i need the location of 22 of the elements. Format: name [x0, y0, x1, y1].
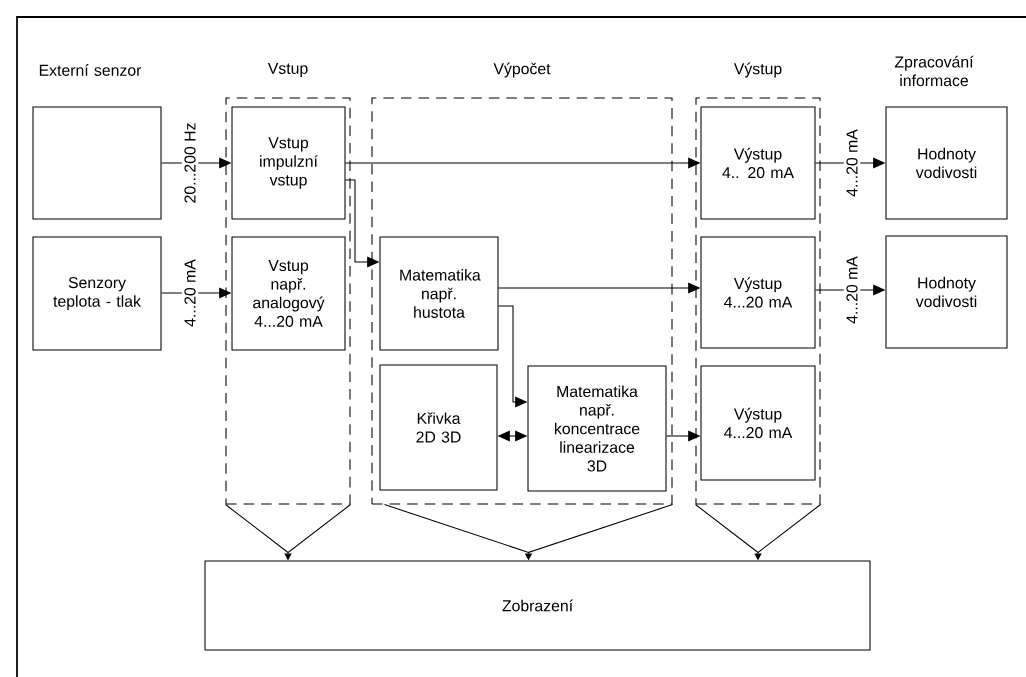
edge-label: 4...20 mA — [843, 126, 861, 200]
process-box: Matematika např. koncentrace linearizace 3D — [527, 365, 667, 492]
column-heading: Vstup — [267, 62, 308, 78]
process-box: Výstup 4...20 mA — [700, 365, 816, 481]
process-box: Vstup např. analogový 4...20 mA — [231, 236, 346, 351]
process-box: Zobrazení — [204, 560, 871, 651]
process-box: Výstup 4.. 20 mA — [700, 106, 816, 220]
edge-label: 4...20 mA — [181, 256, 199, 330]
edge-label: 4...20 mA — [843, 253, 861, 327]
process-box: Hodnoty vodivosti — [885, 106, 1008, 220]
column-heading: Výpočet — [493, 62, 551, 78]
empty-box — [32, 106, 162, 220]
column-heading: Externí senzor — [39, 64, 142, 76]
process-box: Výstup 4...20 mA — [700, 236, 816, 349]
edge-label: 20...200 Hz — [181, 119, 199, 207]
process-box: Senzory teplota - tlak — [32, 236, 162, 351]
column-heading: Výstup — [733, 62, 782, 78]
column-heading: Zpracování informace — [894, 55, 974, 87]
process-box: Vstup impulzní vstup — [231, 106, 346, 220]
process-box: Matematika např. hustota — [379, 236, 499, 351]
process-box: Hodnoty vodivosti — [885, 235, 1008, 349]
process-box: Křivka 2D 3D — [379, 364, 498, 491]
